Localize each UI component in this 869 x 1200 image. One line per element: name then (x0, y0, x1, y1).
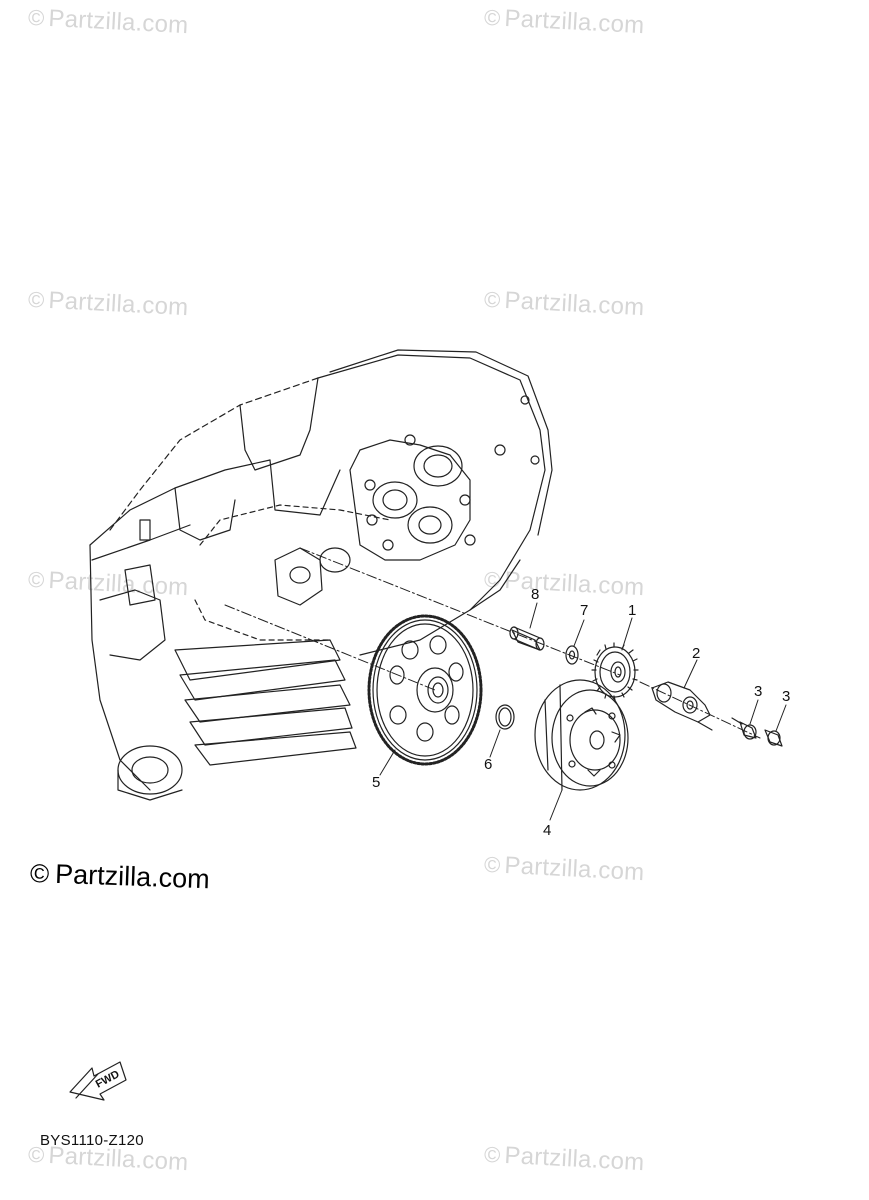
part-4-clutch (534, 679, 629, 791)
part-label-5: 5 (372, 774, 381, 791)
part-1-gear (591, 642, 639, 701)
crankcase (89, 349, 553, 801)
part-label-6: 6 (484, 756, 493, 773)
part-label-1: 1 (628, 602, 637, 619)
copyright-notice: ©Partzilla.com (29, 858, 211, 895)
part-6-oring (495, 704, 515, 730)
part-3-bolt (764, 729, 783, 747)
assembly-lines (224, 547, 761, 739)
part-5-ring-gear (367, 614, 483, 766)
part-7-washer (565, 645, 579, 665)
part-label-4: 4 (543, 822, 552, 839)
part-label-3: 3 (754, 683, 763, 700)
leader-lines (379, 602, 787, 821)
part-2-plate (651, 681, 713, 731)
fwd-arrow-icon: FWD (69, 1061, 127, 1101)
part-3-bolt (731, 717, 757, 740)
part-label-3: 3 (782, 688, 791, 705)
diagram-code: BYS1110-Z120 (40, 1132, 144, 1149)
part-label-8: 8 (531, 586, 540, 603)
part-label-2: 2 (692, 645, 701, 662)
part-label-7: 7 (580, 602, 589, 619)
part-8-shaft (509, 626, 545, 651)
